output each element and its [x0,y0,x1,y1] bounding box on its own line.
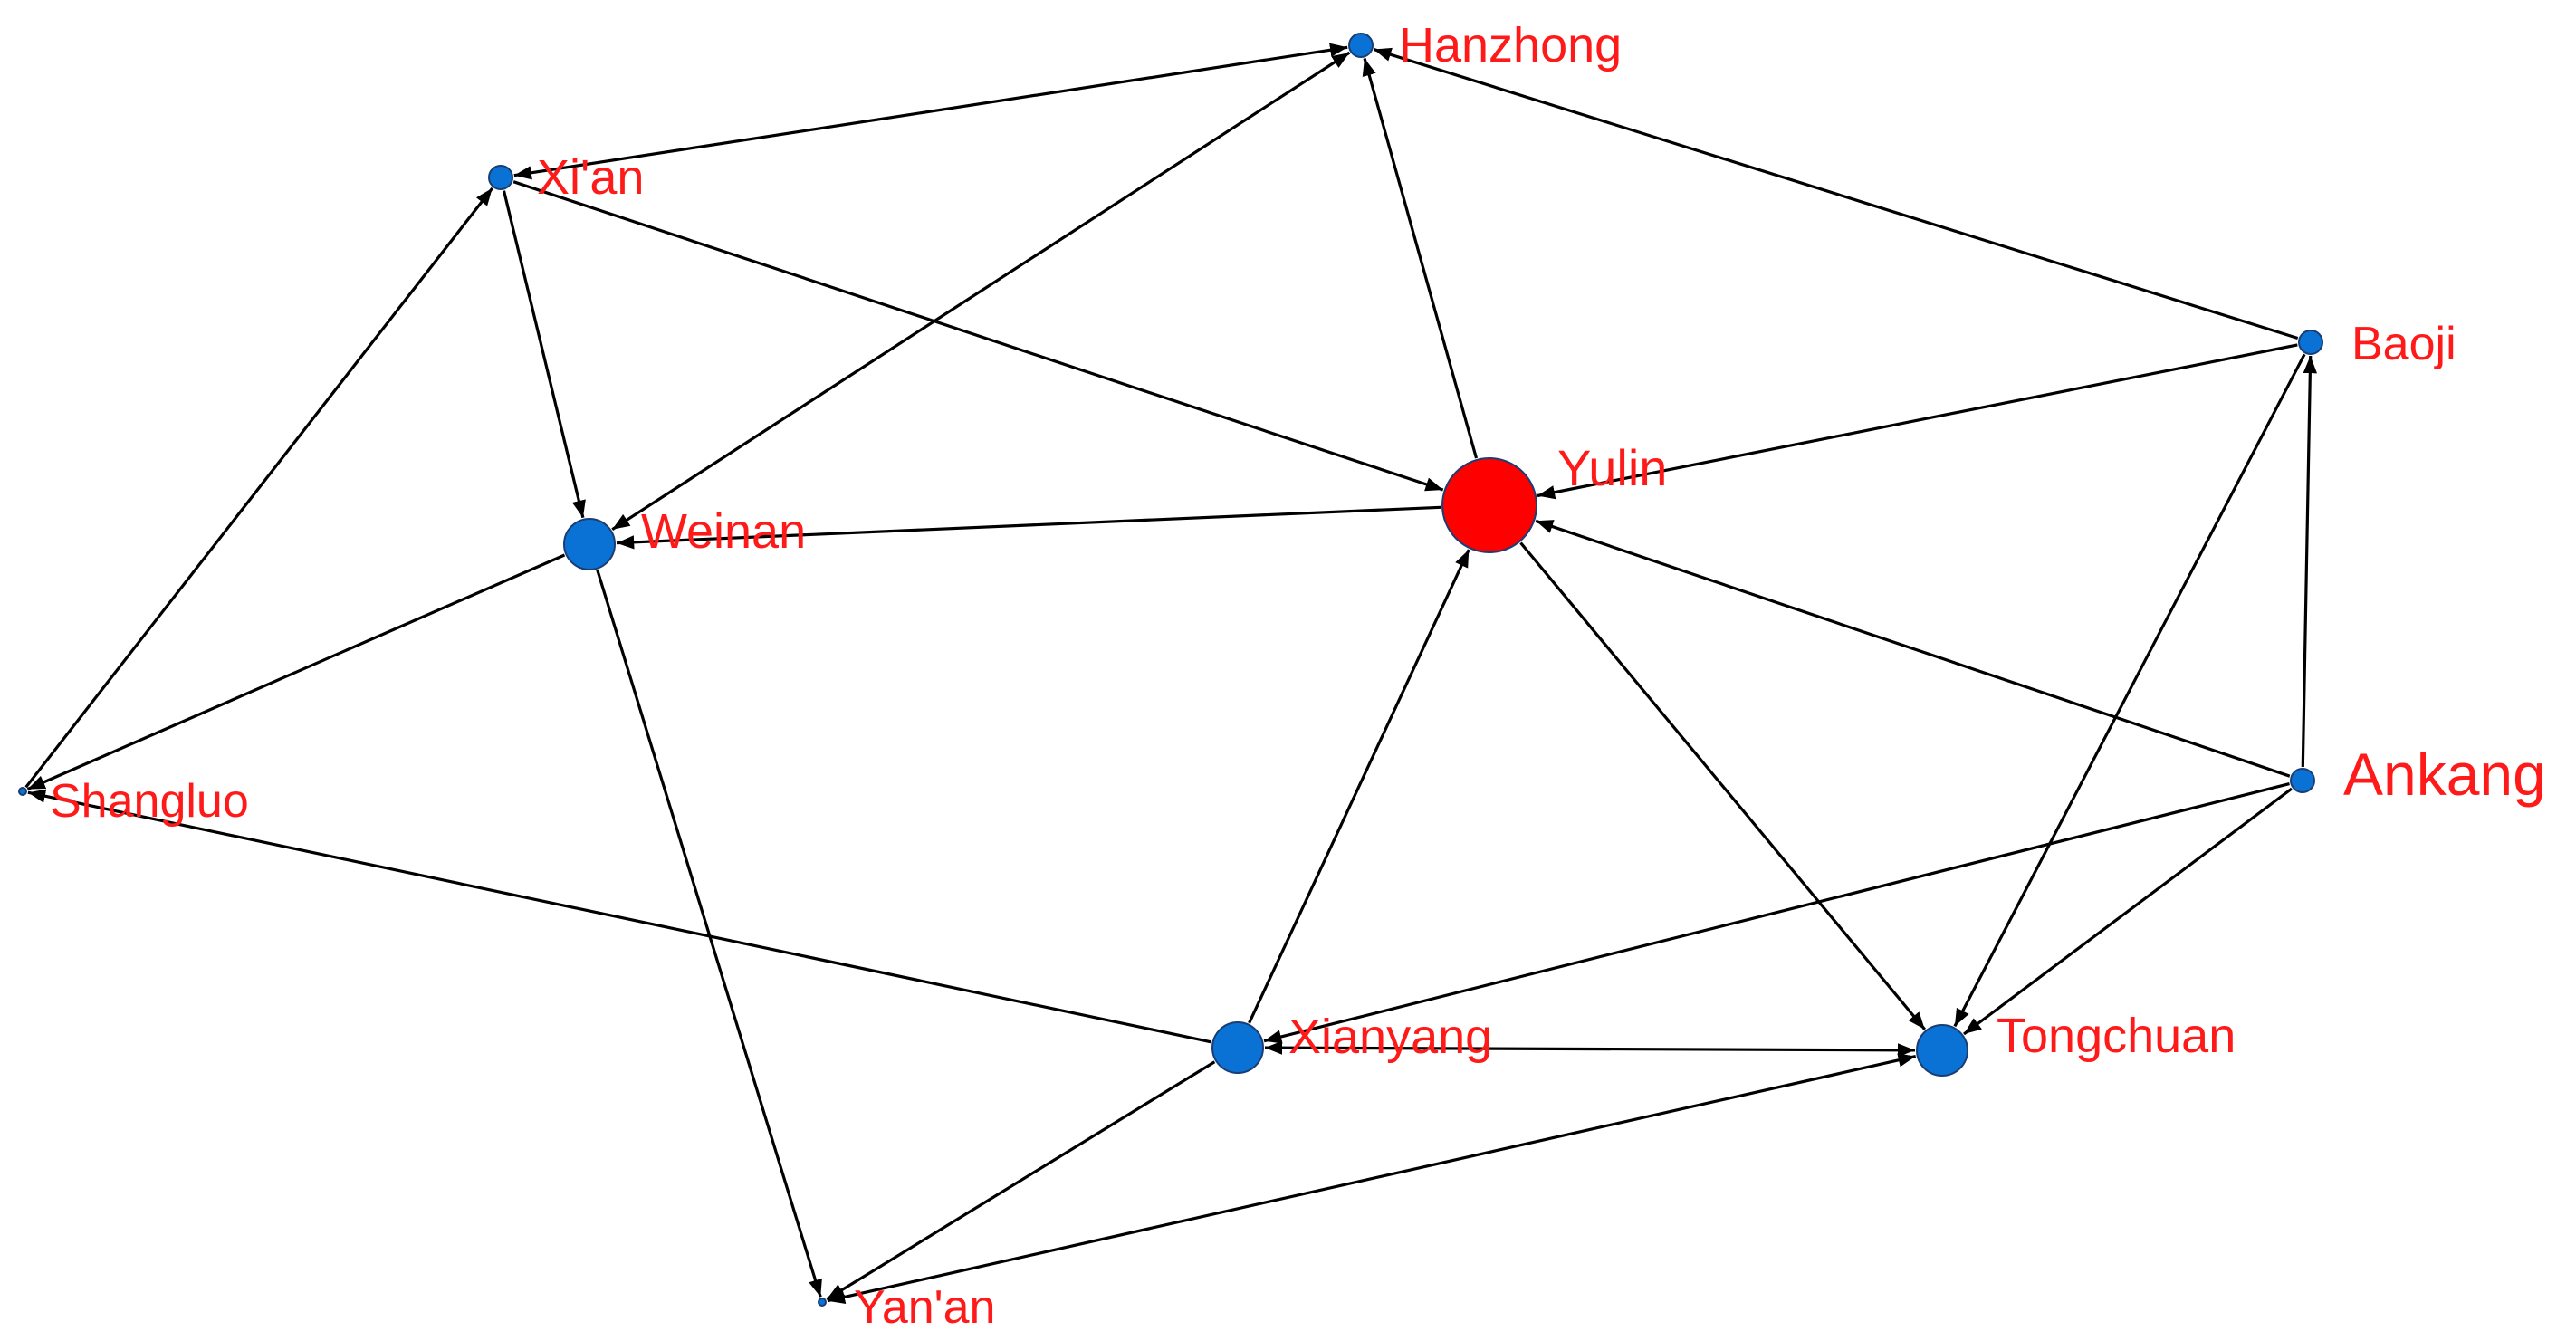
edge-xianyang-tongchuan [1264,1040,1916,1058]
edge-baoji-tongchuan [1953,353,2306,1028]
node-shangluo[interactable] [18,787,27,796]
edge-yulin-tongchuan [1519,541,1927,1030]
edge-baoji-hanzhong [1373,47,2299,340]
node-ankang[interactable] [2290,768,2315,793]
edge-tongchuan-yanan [827,1053,1917,1304]
node-baoji[interactable] [2298,330,2323,355]
node-label-xianyang: Xianyang [1288,1010,1492,1064]
edge-ankang-baoji [2301,355,2318,768]
edge-shangluo-xian [24,187,494,789]
node-label-hanzhong: Hanzhong [1399,18,1622,72]
node-weinan[interactable] [563,518,616,570]
edge-xianyang-shangluo [27,789,1211,1044]
edge-ankang-yulin [1535,519,2291,778]
edge-xian-yulin [512,180,1444,492]
node-label-yanan: Yan'an [854,1281,995,1334]
node-xianyang[interactable] [1211,1021,1264,1074]
edge-ankang-xianyang [1263,782,2290,1044]
edges-layer [24,43,2318,1304]
node-xian[interactable] [488,165,513,190]
node-label-weinan: Weinan [641,504,806,559]
node-hanzhong[interactable] [1348,33,1374,58]
node-label-baoji: Baoji [2351,318,2456,370]
nodes-layer [18,33,2323,1307]
node-label-ankang: Ankang [2343,741,2546,808]
edge-xian-weinan [502,190,586,519]
node-label-xian: Xi'an [537,150,644,205]
edge-weinan-shangluo [26,553,566,791]
edge-xianyang-yanan [826,1060,1216,1301]
node-label-shangluo: Shangluo [50,775,249,828]
edge-xianyang-yulin [1248,549,1470,1024]
node-label-tongchuan: Tongchuan [1997,1009,2236,1063]
node-label-yulin: Yulin [1557,439,1667,496]
edge-weinan-yanan [596,570,822,1298]
node-yulin[interactable] [1441,457,1537,553]
edge-yulin-weinan [616,505,1441,550]
edge-ankang-tongchuan [1963,787,2293,1036]
edge-weinan-hanzhong [611,51,1351,532]
edge-yulin-hanzhong [1362,57,1479,459]
edge-baoji-yulin [1537,343,2298,500]
node-yanan[interactable] [818,1298,827,1307]
node-tongchuan[interactable] [1916,1024,1968,1077]
